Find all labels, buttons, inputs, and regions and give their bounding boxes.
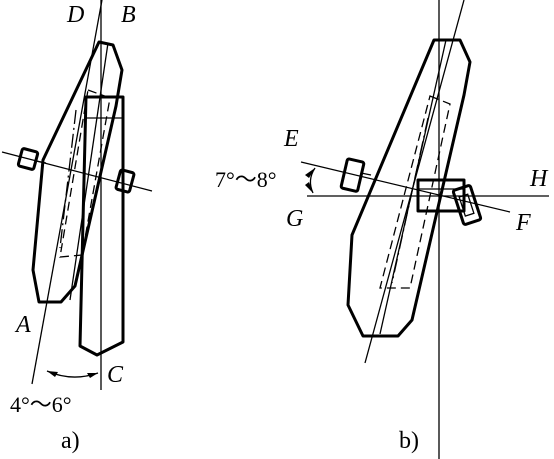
label-c: C: [107, 362, 124, 388]
hidden-outline-a: [59, 89, 111, 258]
wheel-inner-edge-b: [379, 39, 447, 335]
angle-arrow-top-b: [305, 168, 315, 178]
bolt-left-b: [339, 157, 372, 193]
label-h: H: [529, 166, 549, 192]
wheel-body-a: [31, 40, 124, 304]
bolt-right-a: [114, 168, 136, 194]
label-d: D: [66, 2, 84, 28]
wheel-inner-edge-a: [69, 42, 109, 301]
wheel-body-b: [346, 38, 472, 338]
axis-line-a: [1, 151, 153, 192]
bolt-left-a: [16, 147, 47, 171]
panel-a: D B A C 4°～6° a): [1, 0, 153, 454]
line-ef: [300, 161, 511, 213]
angle-arrow-left-a: [47, 371, 58, 377]
angle-arrow-right-a: [87, 373, 98, 378]
angle-arrow-bottom-b: [305, 182, 313, 193]
panel-b: E G H F 7°～8° b): [215, 0, 549, 459]
label-f: F: [515, 210, 531, 236]
angle-label-a: 4°～6°: [10, 392, 72, 417]
label-g: G: [286, 206, 303, 232]
center-line-a: [59, 109, 77, 249]
label-e: E: [283, 126, 299, 152]
hidden-outline-b: [379, 95, 451, 289]
label-a: A: [14, 312, 31, 338]
angle-label-b: 7°～8°: [215, 167, 277, 192]
label-b: B: [121, 2, 136, 28]
center-line-b: [391, 117, 429, 284]
caption-a: a): [61, 428, 80, 454]
bolt-right-b: [451, 184, 483, 226]
caption-b: b): [399, 428, 419, 454]
